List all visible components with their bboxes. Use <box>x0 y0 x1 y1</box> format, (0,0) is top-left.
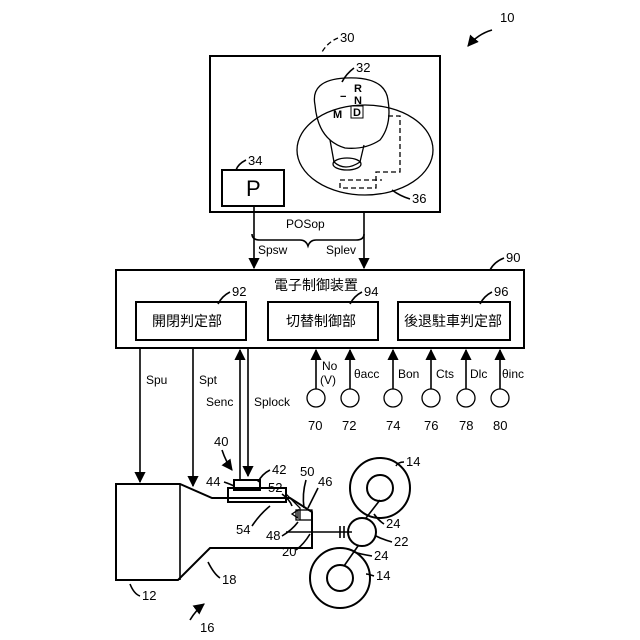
unit-reverse-park-label: 後退駐車判定部 <box>404 313 502 330</box>
ref-system-arrow <box>468 30 492 46</box>
wheel-top-tire <box>350 458 410 518</box>
ref-wheel-bottom: 14 <box>376 568 390 583</box>
ref-p-switch: 34 <box>248 153 262 168</box>
signal-splev: Splev <box>326 243 356 257</box>
ref-engine-leader <box>130 584 140 596</box>
ref-sensor-coolant: 76 <box>424 418 438 433</box>
signal-bon: Bon <box>398 367 419 381</box>
ref-sensor-incline: 80 <box>493 418 507 433</box>
signal-splock: Splock <box>254 395 291 409</box>
wheel-bottom-tire <box>310 548 370 608</box>
signal-cts: Cts <box>436 367 454 381</box>
ref-ecu-leader <box>490 258 504 270</box>
signal-no-unit: (V) <box>320 373 336 387</box>
wheel-bottom-hub <box>327 565 353 591</box>
signal-posop: POSop <box>286 217 325 231</box>
ref-system: 10 <box>500 10 514 25</box>
ref-output-shaft: 20 <box>282 544 296 559</box>
ref-powertrain: 16 <box>200 620 214 635</box>
ref-differential-leader <box>376 536 392 542</box>
wheel-top <box>350 458 410 518</box>
ref-rod: 54 <box>236 522 250 537</box>
ref-wheel-top: 14 <box>406 454 420 469</box>
signal-senc: Senc <box>206 395 233 409</box>
p-switch-label: P <box>246 176 261 201</box>
ref-motor: 42 <box>272 462 286 477</box>
ref-axle-top: 24 <box>386 516 400 531</box>
sensor-decel: Dlc 78 <box>457 350 487 433</box>
ref-axle-top-leader <box>374 514 384 524</box>
ref-lock-pawl: 48 <box>266 528 280 543</box>
ecu-title: 電子制御装置 <box>274 278 358 294</box>
sensor-no-circle <box>307 389 325 407</box>
sensor-no: No (V) 70 <box>307 350 338 433</box>
ref-reverse-park: 96 <box>494 284 508 299</box>
ref-transmission: 18 <box>222 572 236 587</box>
sensor-accel: θacc 72 <box>341 350 379 433</box>
signal-no: No <box>322 359 338 373</box>
ref-axle-bottom: 24 <box>374 548 388 563</box>
ref-sensor-decel: 78 <box>459 418 473 433</box>
ref-ecu: 90 <box>506 250 520 265</box>
ref-park-gear-leader <box>303 480 306 508</box>
ref-open-close: 92 <box>232 284 246 299</box>
ref-sensor-brake: 74 <box>386 418 400 433</box>
sensor-coolant-circle <box>422 389 440 407</box>
wheel-top-hub <box>367 475 393 501</box>
gear-n: N <box>354 95 362 107</box>
ref-lock-pawl-leader <box>282 522 298 536</box>
gear-r: R <box>354 83 362 95</box>
ref-park-gear: 50 <box>300 464 314 479</box>
sensor-accel-circle <box>341 389 359 407</box>
shift-gate <box>340 116 400 188</box>
engine-transmission-outline <box>116 484 312 580</box>
sensor-brake-circle <box>384 389 402 407</box>
unit-switching-label: 切替制御部 <box>286 314 356 330</box>
sensor-coolant: Cts 76 <box>422 350 454 433</box>
gear-d: D <box>353 107 361 119</box>
ref-actuator: 40 <box>214 434 228 449</box>
ref-shift-gate: 36 <box>412 191 426 206</box>
ref-encoder: 44 <box>206 474 220 489</box>
ref-p-switch-leader <box>236 160 246 170</box>
ref-shift-unit: 30 <box>340 30 354 45</box>
sensor-incline-circle <box>491 389 509 407</box>
signal-spsw: Spsw <box>258 243 288 257</box>
unit-open-close-label: 開閉判定部 <box>152 314 222 330</box>
ref-engine: 12 <box>142 588 156 603</box>
gear-m: M <box>333 109 342 121</box>
ref-shift-gate-leader <box>392 190 410 199</box>
gear-minus: − <box>340 91 346 103</box>
ref-parking-lock-leader <box>308 488 318 508</box>
ref-sensor-no: 70 <box>308 418 322 433</box>
gear-indicator: R N D M − <box>333 83 363 121</box>
ref-sensor-accel: 72 <box>342 418 356 433</box>
sensor-incline: θinc 80 <box>491 350 524 433</box>
sensor-brake: Bon 74 <box>384 350 419 433</box>
differential <box>348 518 376 546</box>
ref-switching: 94 <box>364 284 378 299</box>
signal-dlc: Dlc <box>470 367 487 381</box>
ref-rod-leader <box>252 506 270 526</box>
ref-differential: 22 <box>394 534 408 549</box>
signal-theta-acc: θacc <box>354 367 379 381</box>
sensor-decel-circle <box>457 389 475 407</box>
ref-cam: 52 <box>268 480 282 495</box>
ref-powertrain-arrow <box>190 604 204 620</box>
signal-spu: Spu <box>146 373 167 387</box>
ref-parking-lock: 46 <box>318 474 332 489</box>
ref-shift-lever: 32 <box>356 60 370 75</box>
ref-shift-unit-leader <box>322 38 338 52</box>
ref-transmission-leader <box>208 562 220 578</box>
wheel-bottom <box>310 548 370 608</box>
lock-pawl-tip <box>292 510 298 518</box>
ref-actuator-arrow <box>222 450 232 470</box>
ref-encoder-leader <box>224 482 234 486</box>
signal-spt: Spt <box>199 373 218 387</box>
signal-theta-inc: θinc <box>502 367 524 381</box>
ref-shift-lever-leader <box>342 68 354 82</box>
